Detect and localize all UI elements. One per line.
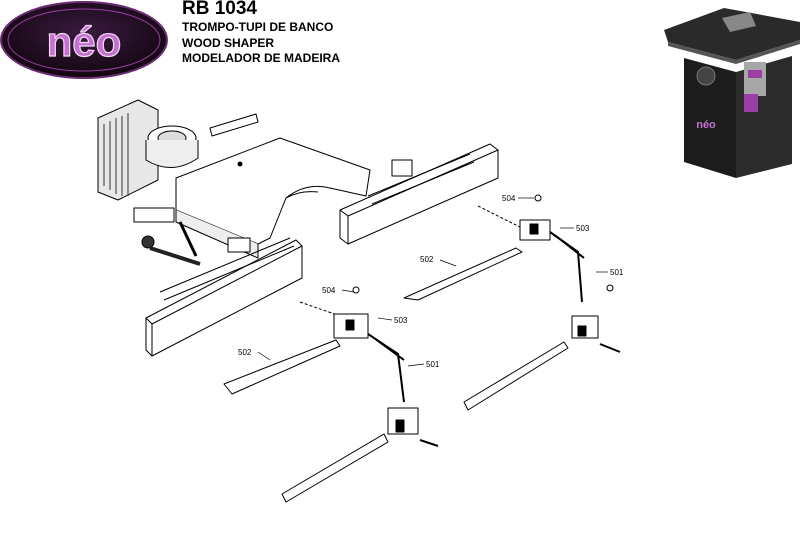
fence-board-right — [339, 143, 499, 245]
clamp-fittings — [133, 113, 413, 266]
callout-leaders — [257, 197, 608, 367]
header-block: RB 1034 TROMPO-TUPI DE BANCO WOOD SHAPER… — [182, 0, 340, 67]
callout-504-upper: 504 — [502, 194, 516, 203]
callout-502-lower: 502 — [238, 348, 252, 357]
callout-501-lower: 501 — [426, 360, 440, 369]
fence-rails — [159, 153, 475, 301]
title-pt: TROMPO-TUPI DE BANCO — [182, 20, 334, 34]
title-en: WOOD SHAPER — [182, 35, 275, 50]
model-code: RB 1034 — [182, 0, 257, 19]
motor-assembly — [97, 99, 199, 201]
callout-503-lower: 503 — [394, 316, 408, 325]
guard-set-lower — [223, 286, 439, 503]
callout-504-lower: 504 — [322, 286, 336, 295]
callout-503-upper: 503 — [576, 224, 590, 233]
photo-logo: néo — [696, 119, 716, 131]
fence-board-left — [145, 239, 303, 357]
brand-logo: néo — [0, 1, 168, 79]
guard-set-upper — [403, 194, 621, 411]
callout-501-upper: 501 — [610, 268, 624, 277]
shaper-table — [175, 137, 371, 259]
logo-wordmark: néo — [47, 18, 122, 65]
callout-502-upper: 502 — [420, 255, 434, 264]
title-es: MODELADOR DE MADEIRA — [182, 51, 340, 65]
product-photo: néo — [664, 8, 800, 178]
